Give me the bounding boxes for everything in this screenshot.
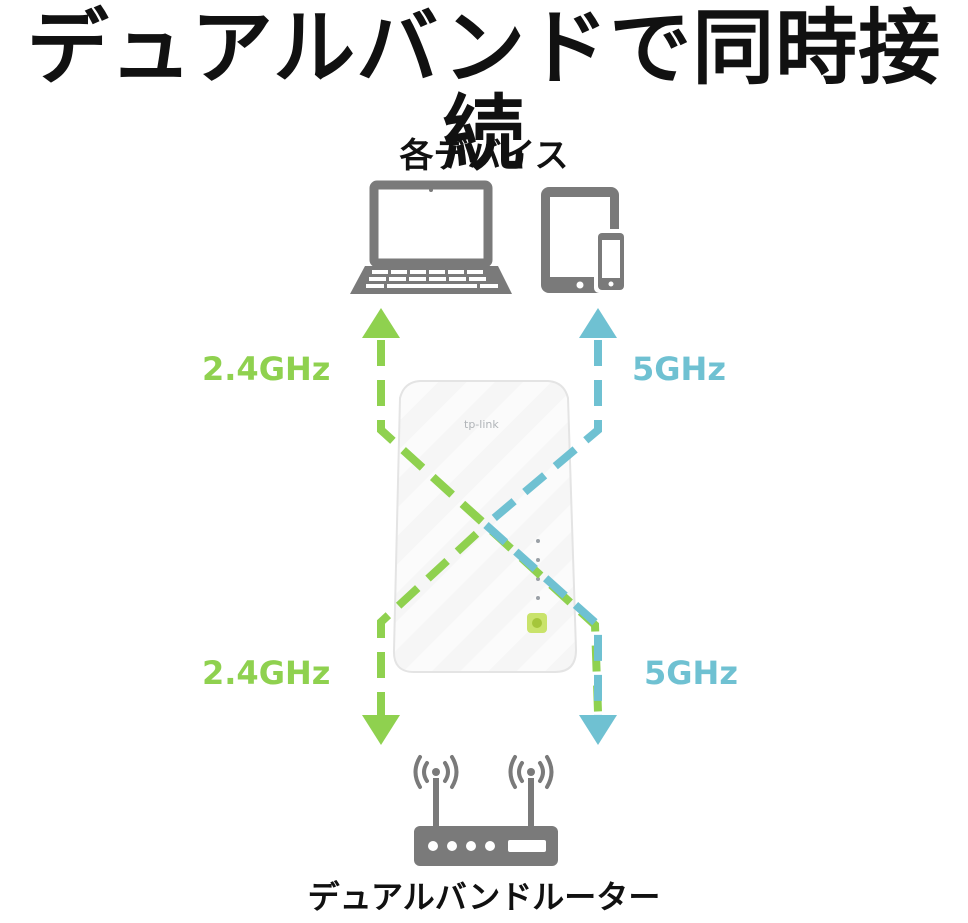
band-label-5-bottom: 5GHz [644,654,738,692]
page-title: デュアルバンドで同時接続 [26,1,942,183]
router-icon [414,778,558,866]
laptop-icon [350,180,512,294]
arrow-down-blue [579,715,617,745]
band-label-24-top: 2.4GHz [202,350,331,388]
arrow-down-green [362,715,400,745]
arrow-up-green [362,308,400,338]
wifi-signal-icon [413,755,554,789]
band-24-cross [377,340,489,528]
band-24-path-lower [377,522,489,718]
router-label: デュアルバンドルーター [307,878,661,916]
smartphone-icon [594,229,628,293]
devices-label: 各デバイス [399,136,569,176]
extender-brand: tp-link [464,418,499,431]
band-label-5-top: 5GHz [632,350,726,388]
arrow-up-blue [579,308,617,338]
band-5-path [483,340,602,718]
band-label-24-bottom: 2.4GHz [202,654,331,692]
